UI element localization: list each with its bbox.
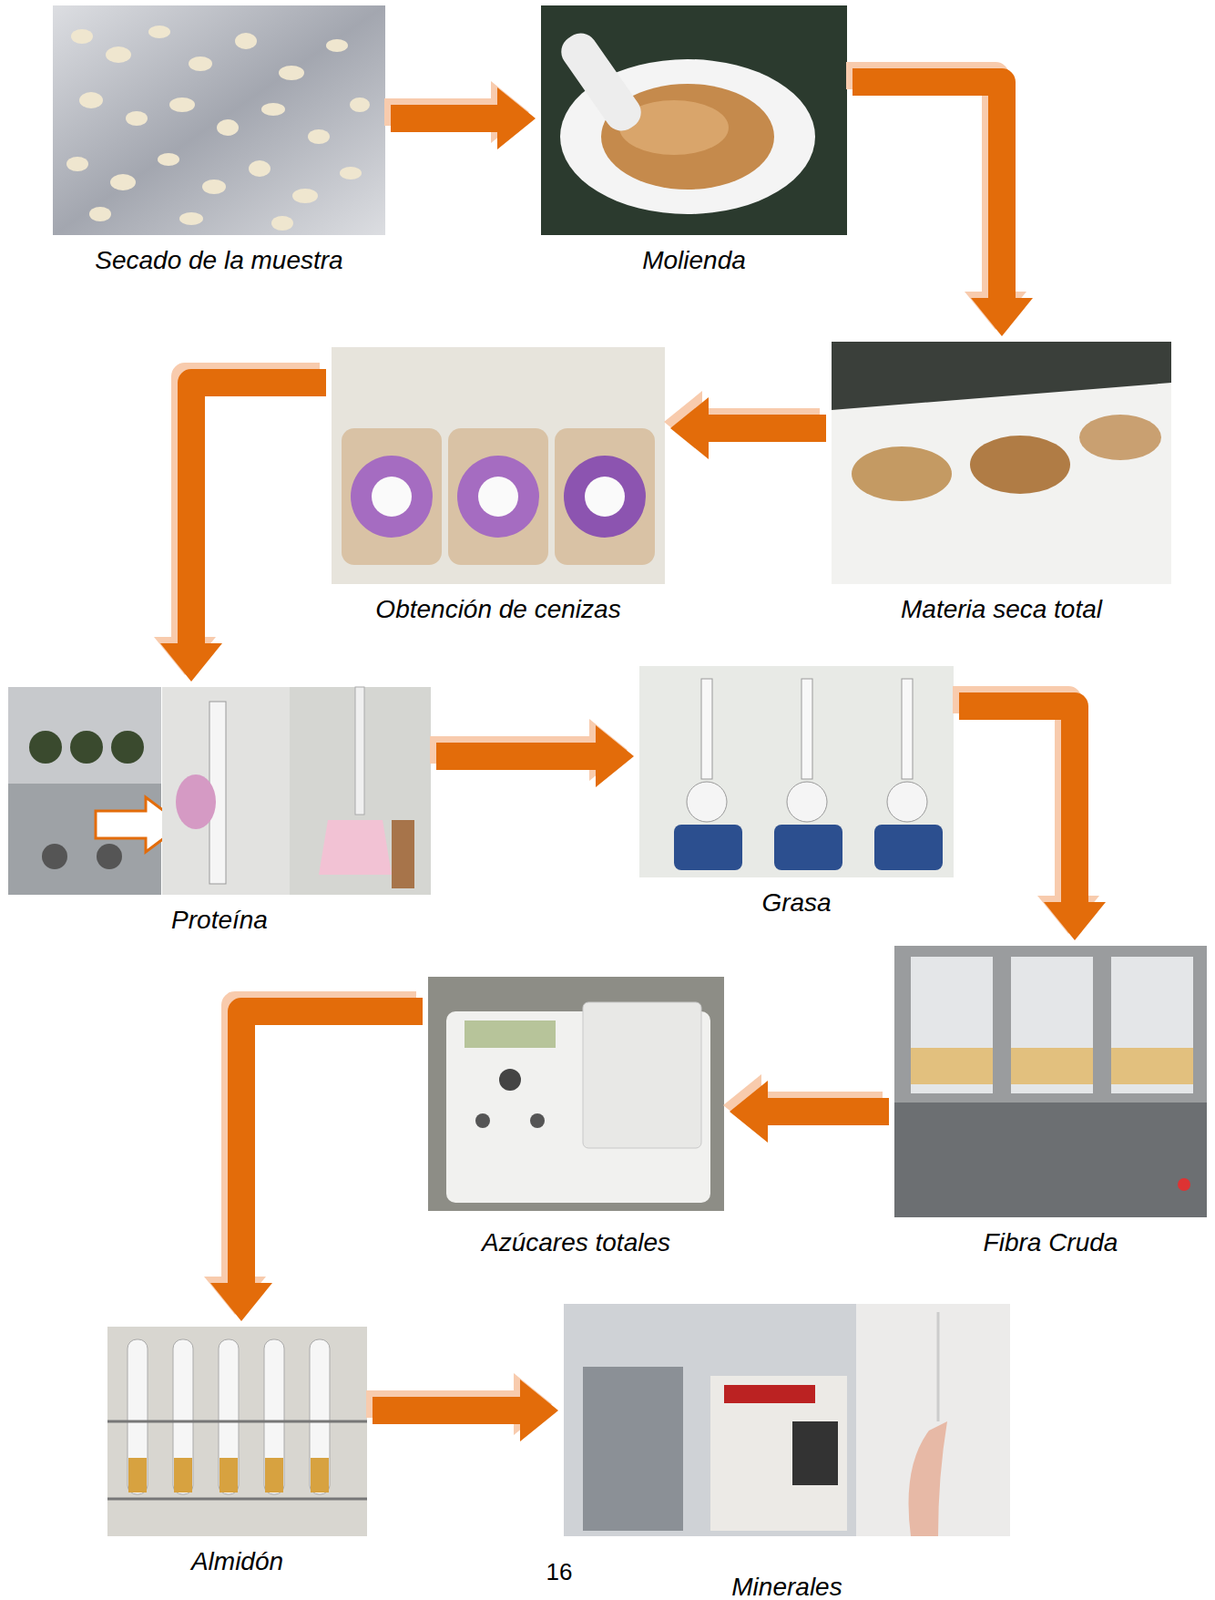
arrow-shaft: [390, 104, 500, 133]
arrow-shaft: [959, 705, 1075, 904]
arrow-shaft: [436, 742, 598, 770]
dry-matter-photo: [831, 341, 1172, 584]
step-caption: Materia seca total: [900, 594, 1103, 624]
arrow-shaft: [765, 1097, 889, 1125]
photo-area: [331, 347, 665, 595]
flow-arrow: [153, 376, 327, 682]
flow-arrow: [204, 1004, 423, 1321]
arrow-shaft: [191, 382, 327, 645]
arrow-shaft: [184, 376, 320, 639]
process-step: Fibra Cruda: [894, 945, 1207, 1257]
arrow-shaft: [852, 81, 1002, 300]
arrow-head: [729, 1080, 768, 1143]
process-step: Secado de la muestra: [52, 5, 386, 276]
minerals-photo: [563, 1303, 1011, 1536]
arrow-shaft: [952, 699, 1069, 898]
arrow-head: [497, 87, 536, 150]
arrow-shaft: [846, 75, 996, 294]
flow-arrow: [846, 75, 1033, 337]
starch-photo: [107, 1326, 368, 1536]
arrow-shaft: [706, 414, 827, 442]
step-caption: Secado de la muestra: [94, 245, 343, 276]
caption-row: Grasa: [639, 888, 954, 918]
process-step: Molienda: [541, 5, 848, 276]
arrow-head: [210, 1282, 273, 1321]
grinding-photo: [541, 5, 848, 235]
caption-row: Materia seca total: [831, 594, 1172, 624]
arrow-head: [970, 297, 1033, 337]
process-step: Almidón: [107, 1326, 368, 1576]
process-step: Grasa: [639, 665, 954, 918]
step-caption: Minerales: [731, 1572, 842, 1600]
step-caption: Obtención de cenizas: [375, 594, 621, 624]
step-caption: Proteína: [171, 905, 268, 935]
flow-arrow: [663, 390, 827, 460]
step-caption: Grasa: [761, 888, 831, 918]
photo-area: [894, 945, 1207, 1228]
fat-photo: [639, 665, 954, 878]
drying-photo: [52, 5, 386, 235]
process-step: Proteína: [8, 686, 431, 935]
flow-arrow: [429, 718, 634, 787]
fibre-photo: [894, 945, 1207, 1217]
page-number: 16: [546, 1557, 573, 1585]
arrow-shaft: [372, 1396, 522, 1424]
photo-area: [639, 665, 954, 889]
arrow-head: [520, 1378, 559, 1441]
caption-row: Obtención de cenizas: [331, 594, 665, 624]
caption-row: Azúcares totales: [428, 1227, 725, 1257]
photo-area: [831, 341, 1172, 595]
photo-area: [541, 5, 848, 246]
caption-row: Proteína: [8, 905, 431, 935]
arrow-head: [160, 643, 223, 682]
arrow-shaft: [234, 1004, 417, 1278]
flow-arrow: [366, 1372, 559, 1441]
step-caption: Almidón: [191, 1546, 284, 1576]
photo-area: [8, 686, 431, 906]
process-step: Materia seca total: [831, 341, 1172, 624]
step-caption: Azúcares totales: [481, 1227, 671, 1257]
caption-row: Almidón: [107, 1546, 368, 1576]
flow-arrow: [384, 81, 536, 150]
arrow-shaft: [241, 1010, 423, 1285]
flow-arrow: [952, 699, 1106, 940]
arrow-head: [595, 724, 634, 787]
arrow-head: [1043, 901, 1106, 940]
caption-row: Secado de la muestra: [52, 245, 386, 276]
flow-arrow: [723, 1073, 889, 1143]
step-caption: Molienda: [642, 245, 746, 276]
sugars-photo: [428, 976, 725, 1211]
caption-row: Minerales: [563, 1572, 1011, 1600]
process-step: Obtención de cenizas: [331, 347, 665, 624]
process-step: Minerales: [563, 1303, 1011, 1600]
photo-area: [107, 1326, 368, 1547]
photo-area: [428, 976, 725, 1228]
process-step: Azúcares totales: [428, 976, 725, 1257]
step-caption: Fibra Cruda: [983, 1227, 1119, 1257]
caption-row: Molienda: [541, 245, 848, 276]
photo-area: [52, 5, 386, 246]
protein-photo: [8, 686, 431, 895]
arrow-head: [670, 397, 709, 460]
photo-area: [563, 1303, 1011, 1573]
caption-row: Fibra Cruda: [894, 1227, 1207, 1257]
ash-photo: [331, 347, 665, 584]
